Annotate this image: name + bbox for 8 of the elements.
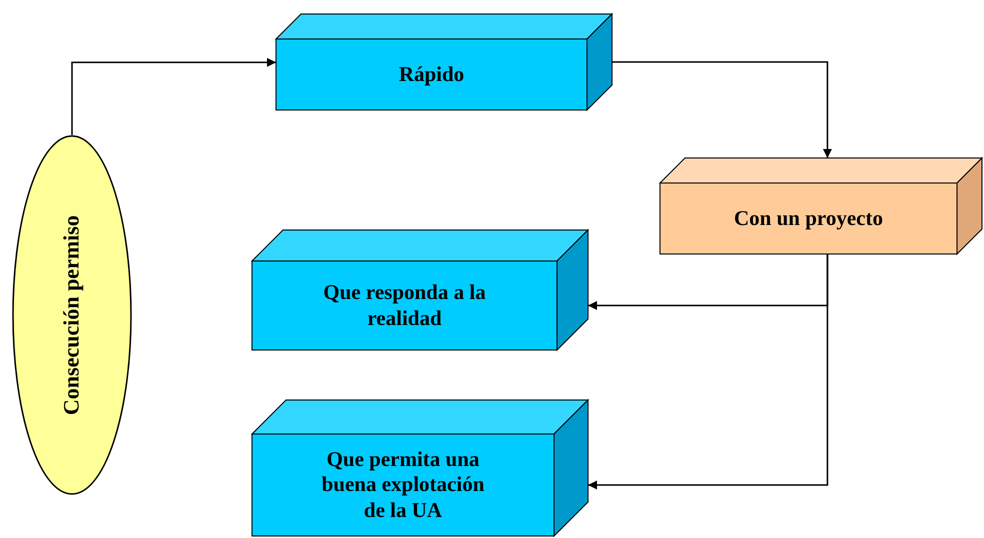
node-label: Que responda a la realidad [322,280,487,331]
node-label: Consecución permiso [58,215,85,415]
node-label: Que permita una buena explotación de la UA [320,447,486,523]
node-label: Con un proyecto [734,206,883,232]
node-label: Rápido [398,62,464,88]
arrow [612,61,832,158]
arrow [71,58,276,135]
arrow [588,254,828,490]
